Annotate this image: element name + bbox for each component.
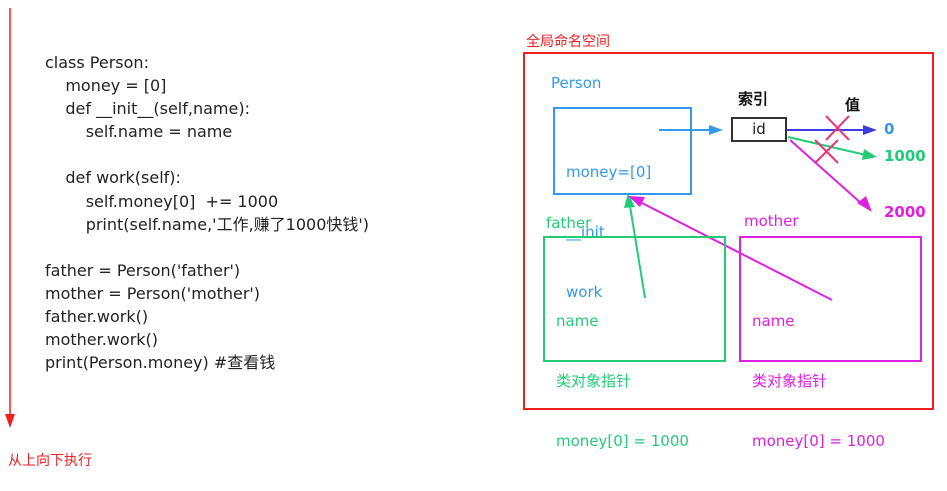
code-line: def __init__(self,name): bbox=[45, 99, 250, 119]
value-label: 值 bbox=[845, 96, 861, 114]
mother-label: mother bbox=[744, 212, 799, 230]
father-box: name 类对象指针 money[0] = 1000 bbox=[543, 236, 726, 450]
person-attr-work: work bbox=[566, 283, 603, 301]
code-line: money = [0] bbox=[45, 76, 167, 96]
cross-out-1000-b bbox=[814, 139, 839, 164]
code-line: class Person: bbox=[45, 53, 149, 72]
code-line: self.money[0] += 1000 bbox=[45, 191, 279, 211]
person-attr-money: money=[0] bbox=[566, 163, 652, 181]
mother-box: name 类对象指针 money[0] = 1000 bbox=[739, 236, 922, 450]
father-to-person-arrow bbox=[629, 205, 646, 299]
id-to-1000-arrow-head bbox=[862, 149, 877, 160]
father-attr-class-pointer: 类对象指针 bbox=[556, 372, 632, 390]
value-1000: 1000 bbox=[884, 147, 926, 165]
value-2000: 2000 bbox=[884, 203, 926, 221]
mother-attributes: name 类对象指针 money[0] = 1000 bbox=[752, 271, 885, 491]
mother-attr-money: money[0] = 1000 bbox=[752, 432, 885, 450]
mother-to-person-arrow-head bbox=[628, 196, 645, 207]
execution-label: 从上向下执行 bbox=[8, 453, 92, 469]
mother-attr-class-pointer: 类对象指针 bbox=[752, 372, 828, 390]
namespace-box bbox=[523, 52, 934, 410]
code-line: def work(self): bbox=[45, 168, 181, 188]
mother-to-person-arrow bbox=[639, 201, 833, 301]
id-to-1000-arrow bbox=[787, 136, 867, 156]
id-to-2000-arrow bbox=[789, 139, 863, 205]
father-label: father bbox=[546, 214, 592, 232]
code-line: mother.work() bbox=[45, 330, 159, 350]
code-line bbox=[45, 236, 369, 259]
execution-arrow-head bbox=[5, 414, 15, 428]
father-to-person-arrow-head bbox=[624, 193, 635, 208]
code-line: print(Person.money) #查看钱 bbox=[45, 353, 276, 373]
code-line bbox=[45, 143, 369, 166]
id-to-0-arrow-head bbox=[863, 125, 877, 135]
mother-attr-name: name bbox=[752, 312, 795, 330]
value-0: 0 bbox=[884, 120, 895, 138]
id-to-2000-arrow-head bbox=[857, 196, 872, 212]
father-attr-name: name bbox=[556, 312, 599, 330]
index-box-text: id bbox=[752, 120, 766, 138]
namespace-title: 全局命名空间 bbox=[526, 34, 610, 50]
index-label: 索引 bbox=[738, 90, 769, 108]
father-attributes: name 类对象指针 money[0] = 1000 bbox=[556, 271, 689, 491]
person-to-id-arrow-head bbox=[709, 125, 723, 135]
person-label: Person bbox=[551, 74, 602, 92]
code-line: father.work() bbox=[45, 307, 149, 327]
father-attr-money: money[0] = 1000 bbox=[556, 432, 689, 450]
code-line: mother = Person('mother') bbox=[45, 283, 261, 303]
diagram-arrows bbox=[5, 8, 877, 428]
person-box: money=[0] __init work bbox=[553, 107, 692, 301]
code-line: self.name = name bbox=[45, 122, 233, 142]
index-box: id bbox=[731, 117, 787, 142]
code-line: father = Person('father') bbox=[45, 260, 241, 280]
code-line: print(self.name,'工作,赚了1000快钱') bbox=[45, 214, 370, 234]
cross-out-0-b bbox=[825, 115, 850, 141]
code-listing: class Person: money = [0] def __init__(s… bbox=[45, 51, 369, 374]
